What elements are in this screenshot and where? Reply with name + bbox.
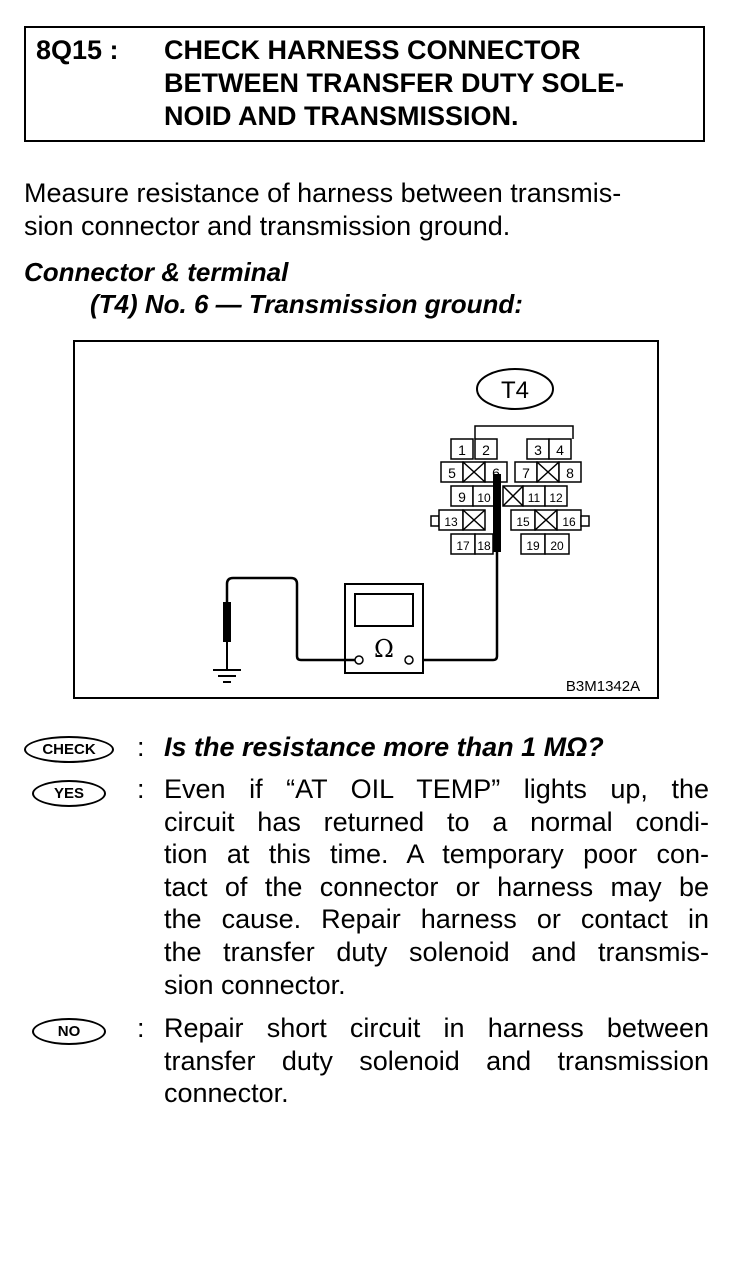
figure-code: B3M1342A <box>566 678 640 695</box>
probe-terminal-6 <box>493 474 501 552</box>
yes-badge: YES <box>32 780 106 807</box>
step-id: 8Q15 : <box>36 35 119 65</box>
probe-ground <box>223 602 231 642</box>
terminal-number: 19 <box>526 539 540 553</box>
lead-wire-right <box>410 552 499 662</box>
terminal-number: 6 <box>492 465 500 481</box>
spec-label: Connector & terminal <box>24 257 289 287</box>
no-badge: NO <box>32 1018 106 1045</box>
connector-label-ellipse <box>476 368 554 410</box>
terminal-number: 11 <box>528 491 541 505</box>
cavity-cross <box>462 509 486 531</box>
answer-line: tion at this time. A temporary poor con- <box>164 839 709 870</box>
terminal-cell <box>544 485 568 507</box>
cavity-cross <box>502 485 524 507</box>
step-header-box: 8Q15 : CHECK HARNESS CONNECTOR BETWEEN T… <box>24 26 705 142</box>
terminal-number: 15 <box>516 515 530 529</box>
step-title-line: NOID AND TRANSMISSION. <box>164 101 519 131</box>
answer-line: the transfer duty solenoid and transmis- <box>164 936 709 967</box>
cavity-cross <box>534 509 558 531</box>
terminal-number: 12 <box>549 491 563 505</box>
step-title-line: BETWEEN TRANSFER DUTY SOLE- <box>164 68 625 98</box>
check-badge: CHECK <box>24 736 114 763</box>
connector-t4: 1 2 3 4 5 6 7 8 9 10 11 12 13 <box>430 438 590 555</box>
meter-terminal-left <box>354 655 364 665</box>
step-title-line: CHECK HARNESS CONNECTOR <box>164 35 581 65</box>
terminal-number: 7 <box>522 465 530 481</box>
meter-terminal-right <box>404 655 414 665</box>
terminal-number: 1 <box>458 442 466 458</box>
terminal-number: 9 <box>458 489 466 505</box>
answer-line: circuit has returned to a normal condi- <box>164 806 709 837</box>
instruction-line: sion connector and transmission ground. <box>24 211 511 241</box>
answer-line: Repair short circuit in harness between <box>164 1013 709 1043</box>
terminal-cell <box>474 438 498 460</box>
yes-answer: Even if “AT OIL TEMP” lights up, the cir… <box>164 773 709 1001</box>
ohmmeter-display <box>354 593 414 627</box>
lead-wire-left <box>225 576 355 662</box>
instruction-text: Measure resistance of harness between tr… <box>24 177 714 243</box>
terminal-number: 2 <box>482 442 490 458</box>
terminal-number: 8 <box>566 465 574 481</box>
terminal-number: 5 <box>448 465 456 481</box>
terminal-number: 10 <box>477 491 491 505</box>
answer-line: connector. <box>164 1078 289 1109</box>
terminal-number: 13 <box>444 515 458 529</box>
step-title: CHECK HARNESS CONNECTOR BETWEEN TRANSFER… <box>164 34 699 133</box>
answer-line: the cause. Repair harness or contact in <box>164 904 709 935</box>
no-colon: : <box>137 1013 145 1043</box>
cavity-cross <box>462 461 486 483</box>
wiring-diagram: T4 1 2 3 4 5 6 7 8 9 10 11 12 <box>73 340 659 699</box>
cavity-cross <box>536 461 560 483</box>
terminal-cell <box>544 533 570 555</box>
connector-side-tab <box>430 515 440 527</box>
terminal-number: 20 <box>550 539 564 553</box>
terminal-number: 18 <box>477 539 491 553</box>
check-colon: : <box>137 732 145 762</box>
terminal-number: 17 <box>456 539 470 553</box>
connector-label: T4 <box>501 377 529 404</box>
check-question: Is the resistance more than 1 MΩ? <box>164 732 604 762</box>
no-answer: Repair short circuit in harness between … <box>164 1012 709 1110</box>
answer-line: sion connector. <box>164 969 346 1000</box>
terminal-cell <box>548 438 572 460</box>
instruction-line: Measure resistance of harness between tr… <box>24 178 622 208</box>
connector-side-tab <box>580 515 590 527</box>
terminal-cell <box>558 461 582 483</box>
terminal-cell <box>450 438 474 460</box>
yes-colon: : <box>137 774 145 804</box>
terminal-number: 16 <box>562 515 576 529</box>
terminal-number: 3 <box>534 442 542 458</box>
spec-value: (T4) No. 6 — Transmission ground: <box>90 289 523 319</box>
answer-line: tact of the connector or harness may be <box>164 871 709 902</box>
connector-lock-tab <box>474 425 574 439</box>
ohm-symbol: Ω <box>374 635 394 663</box>
answer-line: Even if “AT OIL TEMP” lights up, the <box>164 774 709 804</box>
terminal-number: 4 <box>556 442 564 458</box>
answer-line: transfer duty solenoid and transmission <box>164 1045 709 1076</box>
